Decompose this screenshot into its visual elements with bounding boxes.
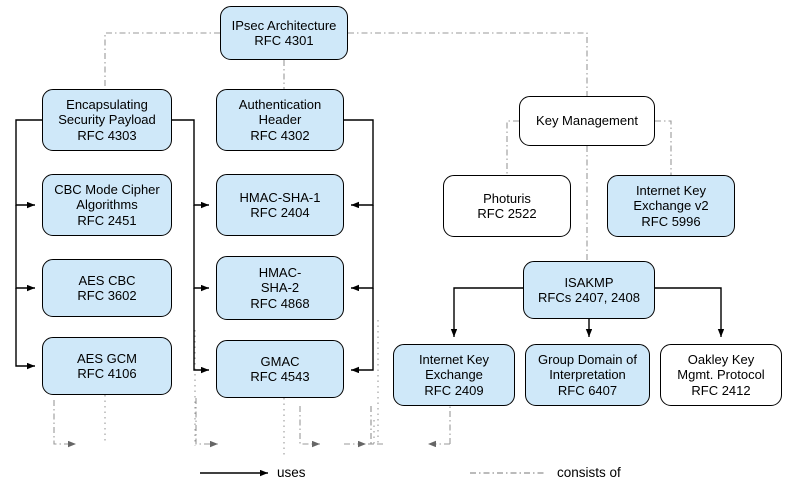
node-auth_header-line-1: Authentication	[238, 96, 322, 112]
node-gmac-line-2: RFC 4543	[250, 369, 310, 384]
node-hmac_sha_2-line-2: SHA-2	[260, 280, 300, 296]
node-oakley-line-1: Oakley Key	[687, 351, 755, 367]
node-oakley-line-2: Mgmt. Protocol	[677, 367, 765, 383]
node-ipsec_architecture-line-1: IPsec Architecture	[231, 17, 337, 33]
node-gmac-line-1: GMAC	[260, 353, 300, 369]
node-hmac_sha_2-line-1: HMAC-	[258, 264, 302, 280]
node-ipsec_architecture-line-2: RFC 4301	[254, 33, 314, 48]
node-isakmp-line-1: ISAKMP	[564, 274, 614, 290]
node-auth_header-line-3: RFC 4302	[250, 127, 310, 143]
legend-consists-of-label: consists of	[557, 465, 621, 480]
node-cbc_mode_cipher-line-2: Algorithms	[76, 197, 138, 213]
node-aes_cbc-line-1: AES CBC	[78, 272, 136, 288]
node-ike_v2-line-3: RFC 5996	[641, 213, 701, 229]
node-gdoi-line-1: Group Domain of	[538, 351, 637, 367]
node-isakmp-line-2: RFCs 2407, 2408	[538, 290, 640, 305]
node-ike-line-3: RFC 2409	[424, 382, 484, 398]
node-photuris-line-2: RFC 2522	[477, 206, 537, 221]
node-aes_gcm-line-1: AES GCM	[77, 350, 137, 366]
node-cbc_mode_cipher-line-3: RFC 2451	[77, 212, 137, 228]
node-key_management[interactable]: Key Management	[519, 96, 655, 146]
node-hmac_sha_1-line-2: RFC 2404	[250, 205, 310, 220]
node-hmac_sha_2-line-3: RFC 4868	[250, 295, 310, 311]
node-photuris-line-1: Photuris	[483, 190, 531, 206]
node-cbc_mode_cipher-line-1: CBC Mode Cipher	[54, 181, 160, 197]
node-auth_header-line-2: Header	[258, 112, 302, 128]
uses-edges	[15, 119, 725, 374]
node-ike_v2-line-1: Internet Key	[635, 182, 707, 198]
node-hmac_sha_1-line-1: HMAC-SHA-1	[239, 189, 321, 205]
node-aes_gcm-line-2: RFC 4106	[77, 366, 137, 381]
node-key_management-line-1: Key Management	[536, 113, 638, 129]
node-esp-line-1: Encapsulating	[66, 96, 148, 112]
node-oakley-line-3: RFC 2412	[691, 382, 751, 398]
node-gdoi-line-3: RFC 6407	[557, 382, 618, 398]
node-ike-line-2: Exchange	[425, 367, 483, 383]
legend-uses-label: uses	[277, 465, 306, 480]
node-ike-line-1: Internet Key	[418, 351, 490, 367]
node-aes_cbc-line-2: RFC 3602	[77, 288, 137, 303]
node-esp-line-2: Security Payload	[58, 112, 156, 128]
node-esp-line-3: RFC 4303	[77, 127, 137, 143]
node-gdoi-line-2: Interpretation	[549, 367, 626, 383]
node-ike_v2-line-2: Exchange v2	[633, 198, 709, 214]
